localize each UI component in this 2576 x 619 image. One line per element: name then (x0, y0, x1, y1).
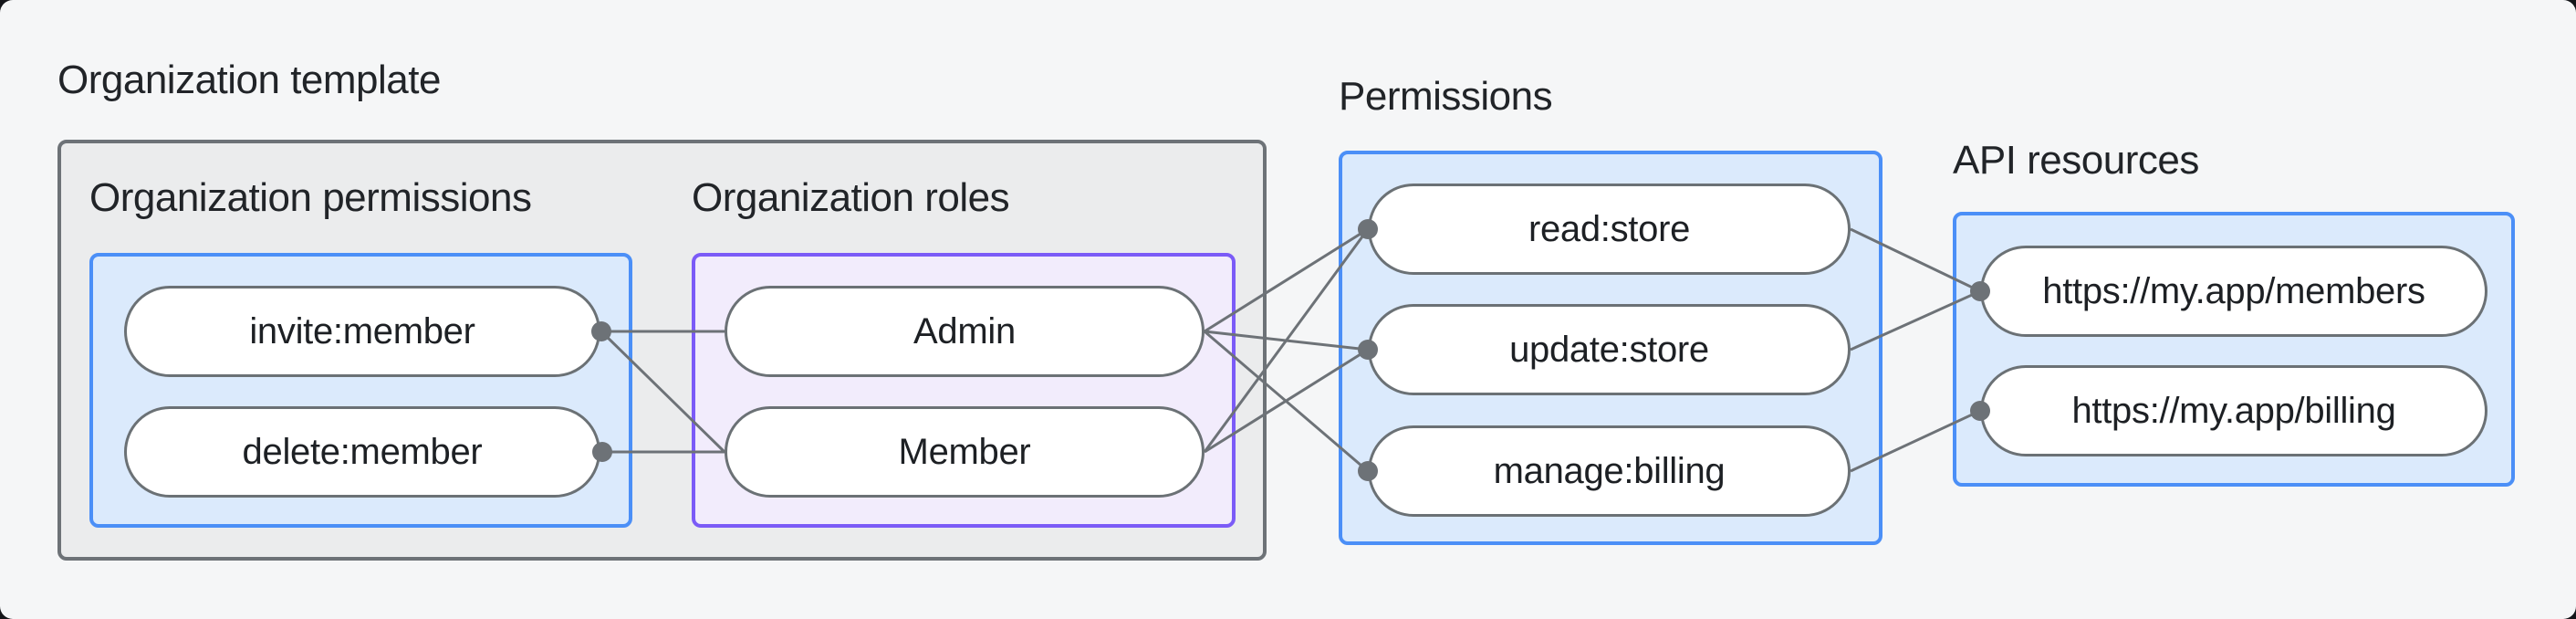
node-update-store: update:store (1368, 304, 1851, 395)
node-api-members: https://my.app/members (1980, 246, 2487, 337)
node-manage-billing: manage:billing (1368, 425, 1851, 517)
permissions-label: Permissions (1339, 74, 1553, 119)
node-delete-member: delete:member (124, 406, 600, 498)
node-invite-member: invite:member (124, 286, 600, 377)
api-resources-label: API resources (1953, 138, 2199, 183)
node-api-billing: https://my.app/billing (1980, 365, 2487, 456)
org-roles-label: Organization roles (692, 175, 1010, 220)
node-member-role: Member (725, 406, 1205, 498)
org-permissions-label: Organization permissions (89, 175, 532, 220)
node-admin-role: Admin (725, 286, 1205, 377)
org-template-label: Organization template (57, 58, 441, 102)
node-read-store: read:store (1368, 184, 1851, 275)
